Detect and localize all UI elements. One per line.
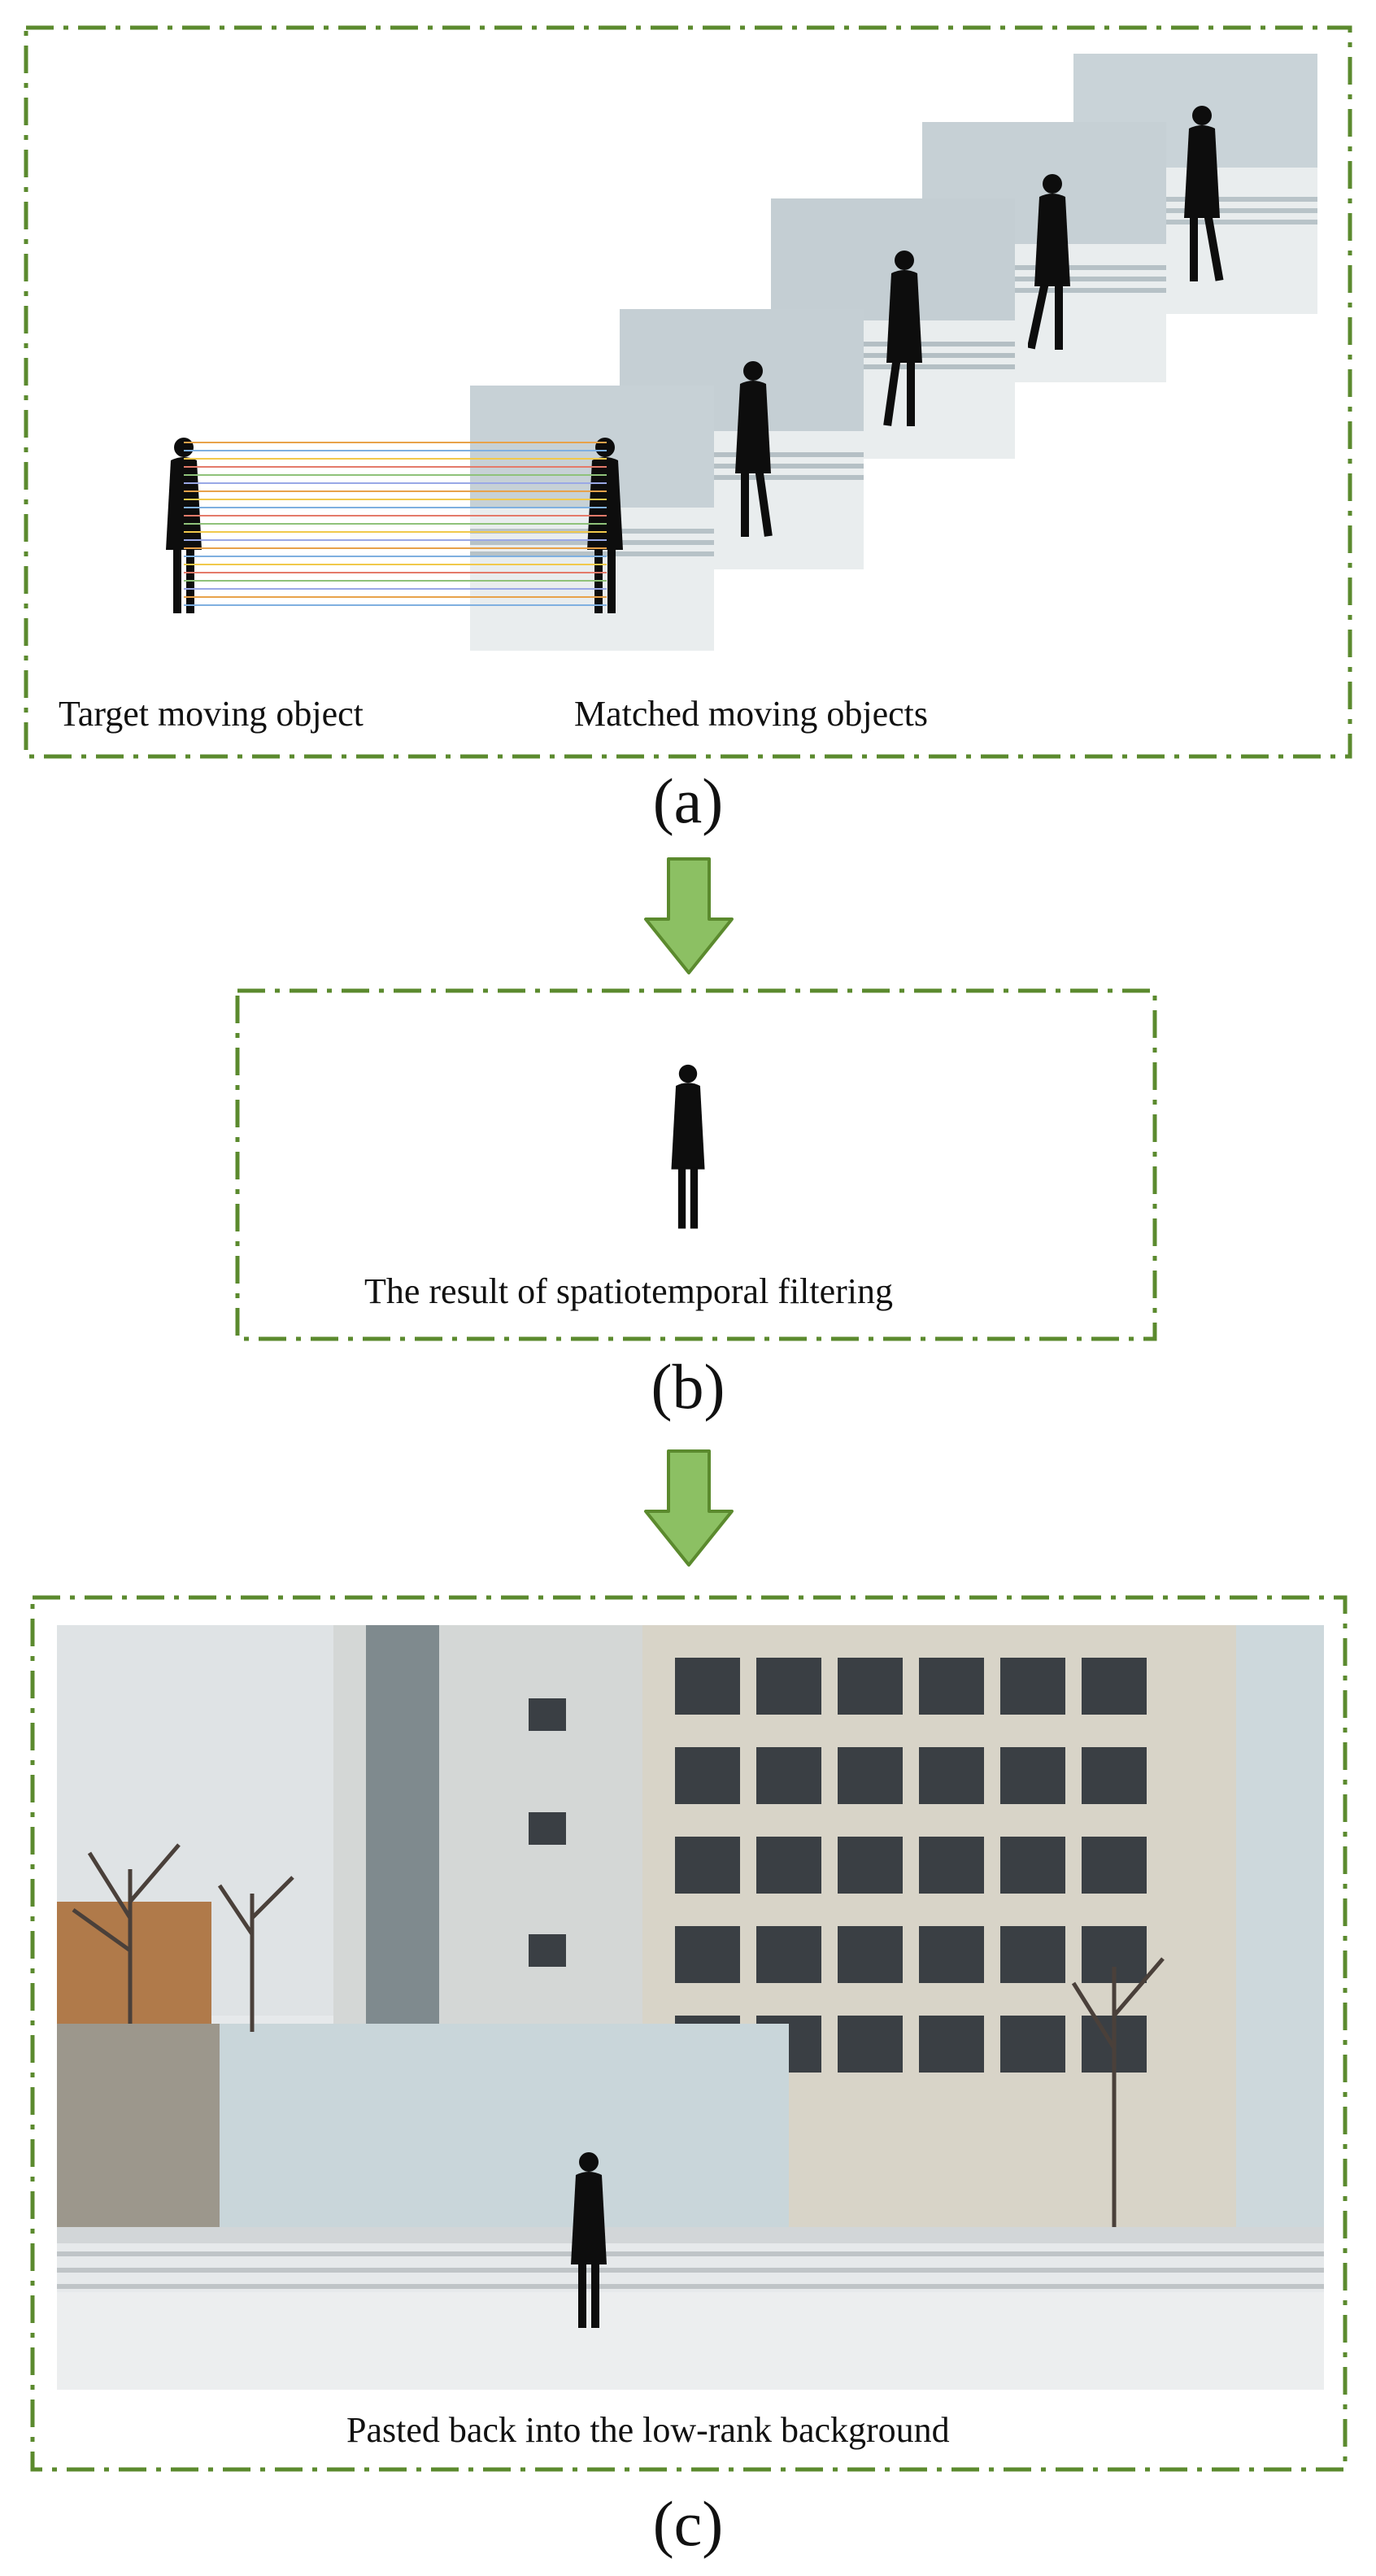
filtering-caption: The result of spatiotemporal filtering [364,1271,894,1311]
down-arrow-icon [644,1449,734,1567]
panel-b-box [235,988,1157,1341]
person-silhouette-icon [883,251,922,426]
background-scene-image [57,1625,1324,2390]
panel-a-box [24,25,1352,759]
matched-caption: Matched moving objects [574,694,929,734]
target-caption: Target moving object [59,694,364,734]
person-silhouette-icon [1028,174,1070,350]
down-arrow-icon [644,857,734,974]
panel-b-label: (b) [651,1351,725,1422]
filtered-person-silhouette-icon [671,1064,705,1229]
paste-caption: Pasted back into the low-rank background [346,2410,950,2450]
person-silhouette-icon [735,361,773,537]
panel-b-border [235,988,1157,1341]
panel-c-label: (c) [652,2488,724,2559]
pasted-person-silhouette-icon [571,2152,607,2328]
panel-a-label: (a) [652,765,724,836]
feature-match-lines [184,442,607,606]
person-silhouette-icon [1184,106,1224,281]
panel-a-border [24,25,1352,759]
